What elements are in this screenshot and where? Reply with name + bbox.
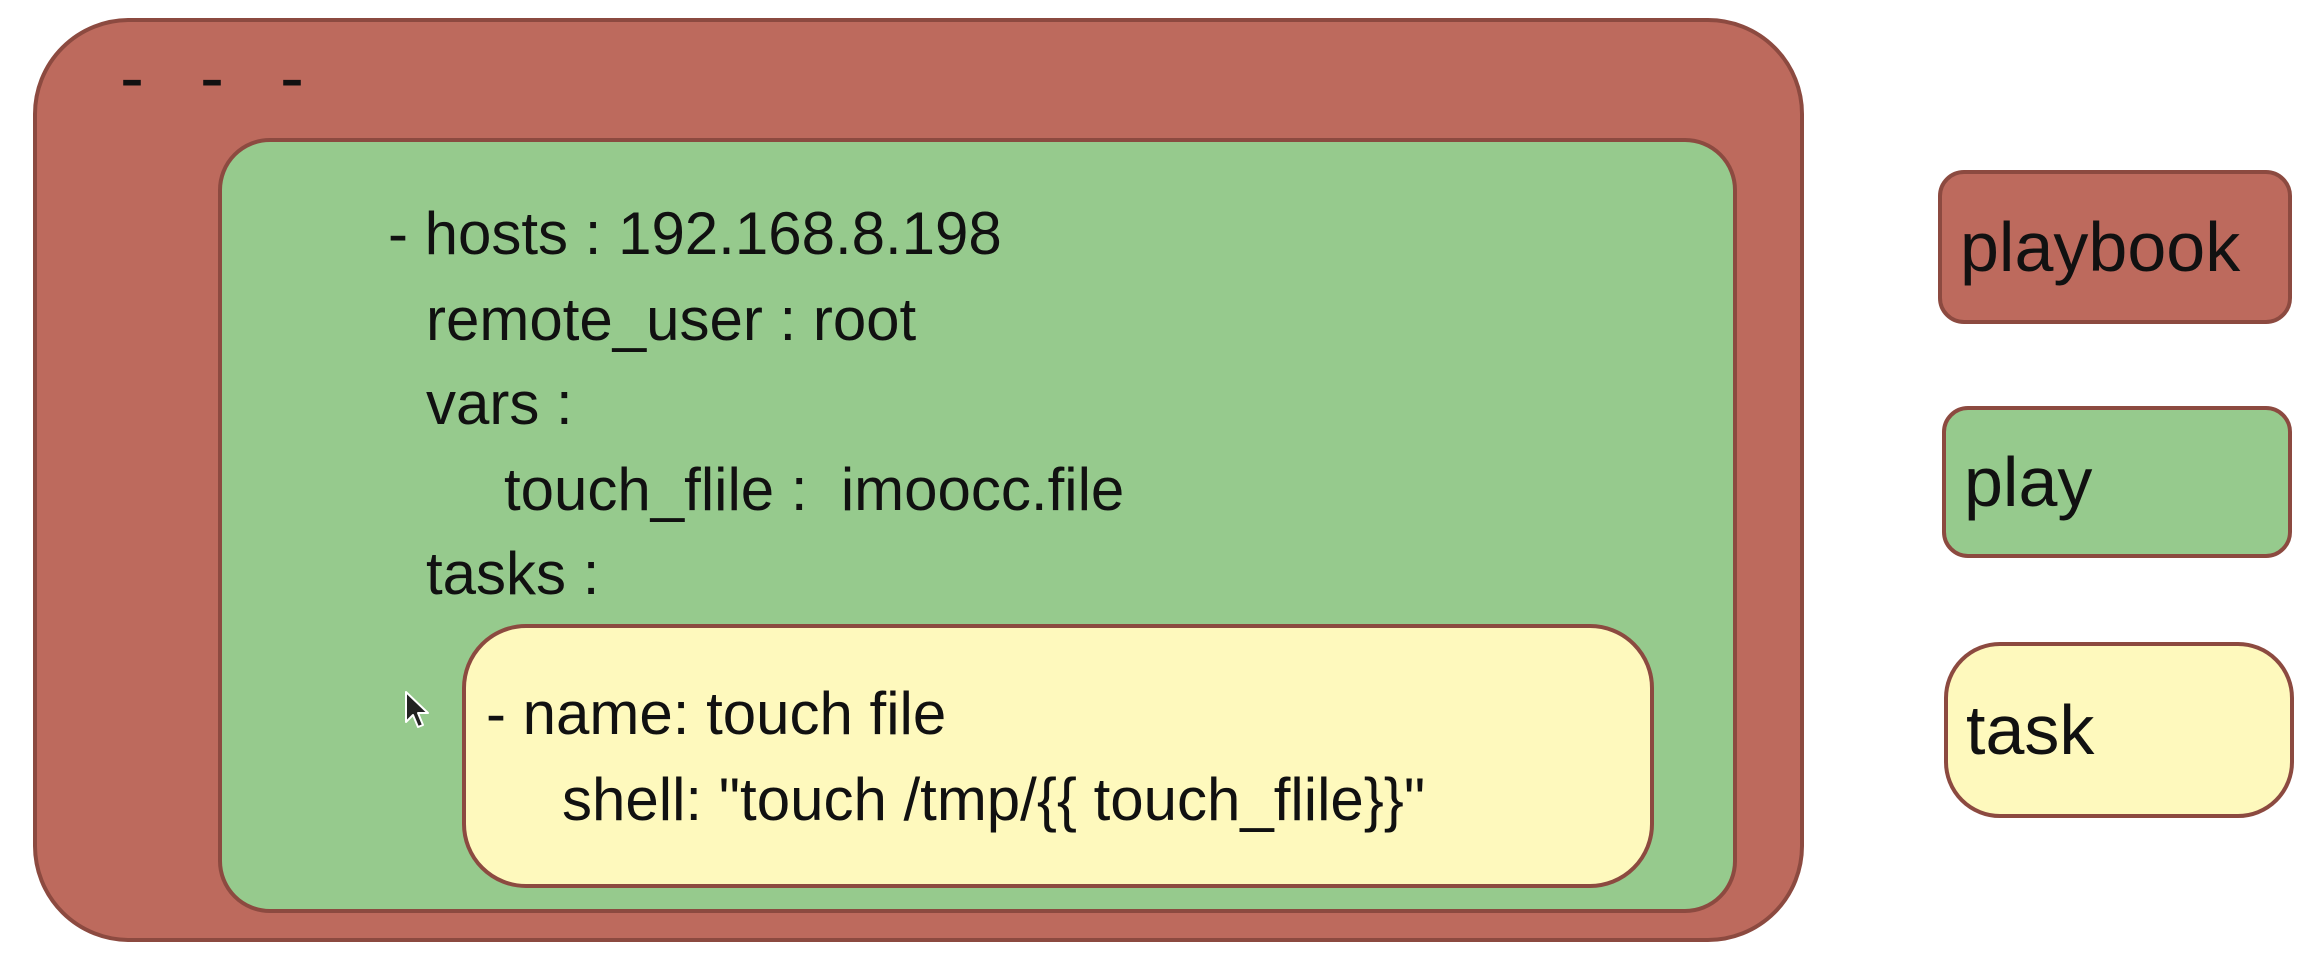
legend-playbook-label: playbook — [1960, 208, 2241, 286]
yaml-document-marker: - - - — [120, 38, 322, 118]
tasks-line: tasks : — [426, 540, 600, 607]
task-shell-line: shell: "touch /tmp/{{ touch_flile}}" — [562, 766, 1426, 833]
remote-user-line: remote_user : root — [426, 286, 917, 353]
hosts-line: - hosts : 192.168.8.198 — [388, 200, 1002, 267]
mouse-pointer-icon — [405, 691, 429, 728]
legend-task-label: task — [1966, 691, 2095, 769]
legend-play-label: play — [1964, 443, 2093, 521]
task-container — [462, 624, 1654, 888]
legend-task: task — [1944, 642, 2294, 818]
vars-line: vars : — [426, 370, 573, 437]
legend-playbook: playbook — [1938, 170, 2292, 324]
task-name-line: - name: touch file — [486, 680, 947, 747]
legend-play: play — [1942, 406, 2292, 558]
touch-file-var-line: touch_flile : imoocc.file — [504, 456, 1125, 523]
